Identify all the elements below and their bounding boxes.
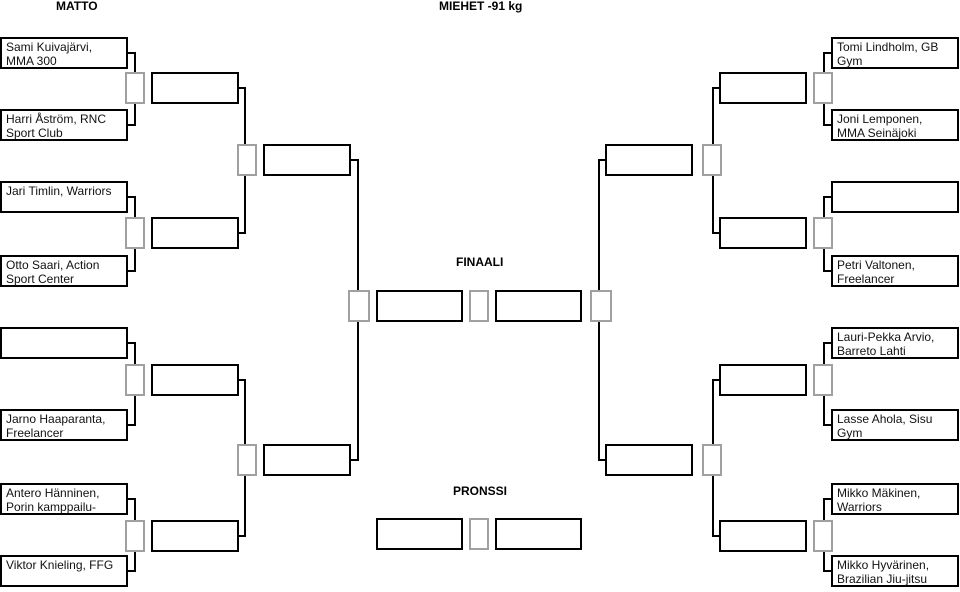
competitor-left-6: Jarno Haaparanta, Freelancer xyxy=(0,409,128,441)
competitor-right-4: Petri Valtonen, Freelancer xyxy=(831,255,959,287)
competitor-left-1: Sami Kuivajärvi, MMA 300 xyxy=(0,37,128,69)
competitor-right-3 xyxy=(831,181,959,213)
competitor-right-6: Lasse Ahola, Sisu Gym xyxy=(831,409,959,441)
right-r2-box xyxy=(719,364,807,396)
left-r2-box xyxy=(151,520,239,552)
left-r2-box xyxy=(151,72,239,104)
bronze-label: PRONSSI xyxy=(453,484,508,498)
score-box xyxy=(813,364,833,396)
weight-class-title: MIEHET -91 kg xyxy=(439,0,523,13)
final-left-box xyxy=(376,290,463,322)
right-r3-box xyxy=(605,444,693,476)
final-label: FINAALI xyxy=(456,255,504,269)
final-right-box xyxy=(495,290,582,322)
score-box xyxy=(813,72,833,104)
score-box xyxy=(237,444,257,476)
competitor-right-8: Mikko Hyvärinen, Brazilian Jiu-jitsu xyxy=(831,555,959,587)
competitor-left-2: Harri Åström, RNC Sport Club xyxy=(0,109,128,141)
competitor-left-7: Antero Hänninen, Porin kamppailu- xyxy=(0,483,128,515)
score-box xyxy=(813,520,833,552)
left-r3-box xyxy=(263,444,351,476)
bronze-score-box xyxy=(469,518,489,550)
right-r2-box xyxy=(719,72,807,104)
score-box xyxy=(125,520,145,552)
competitor-left-4: Otto Saari, Action Sport Center xyxy=(0,255,128,287)
competitor-right-1: Tomi Lindholm, GB Gym xyxy=(831,37,959,69)
score-box xyxy=(590,290,612,322)
score-box xyxy=(348,290,370,322)
bronze-left-box xyxy=(376,518,463,550)
score-box xyxy=(237,144,257,176)
score-box xyxy=(125,72,145,104)
mat-label: MATTO xyxy=(56,0,98,13)
right-r2-box xyxy=(719,520,807,552)
score-box xyxy=(813,217,833,249)
left-r2-box xyxy=(151,217,239,249)
score-box xyxy=(125,364,145,396)
score-box xyxy=(125,217,145,249)
competitor-left-8: Viktor Knieling, FFG xyxy=(0,555,128,587)
score-box xyxy=(702,144,722,176)
right-r2-box xyxy=(719,217,807,249)
right-r3-box xyxy=(605,144,693,176)
left-r3-box xyxy=(263,144,351,176)
score-box xyxy=(702,444,722,476)
competitor-right-7: Mikko Mäkinen, Warriors xyxy=(831,483,959,515)
competitor-right-2: Joni Lemponen, MMA Seinäjoki xyxy=(831,109,959,141)
final-score-box xyxy=(469,290,489,322)
bronze-right-box xyxy=(495,518,582,550)
competitor-left-5 xyxy=(0,327,128,359)
competitor-right-5: Lauri-Pekka Arvio, Barreto Lahti xyxy=(831,327,959,359)
competitor-left-3: Jari Timlin, Warriors xyxy=(0,181,128,213)
left-r2-box xyxy=(151,364,239,396)
